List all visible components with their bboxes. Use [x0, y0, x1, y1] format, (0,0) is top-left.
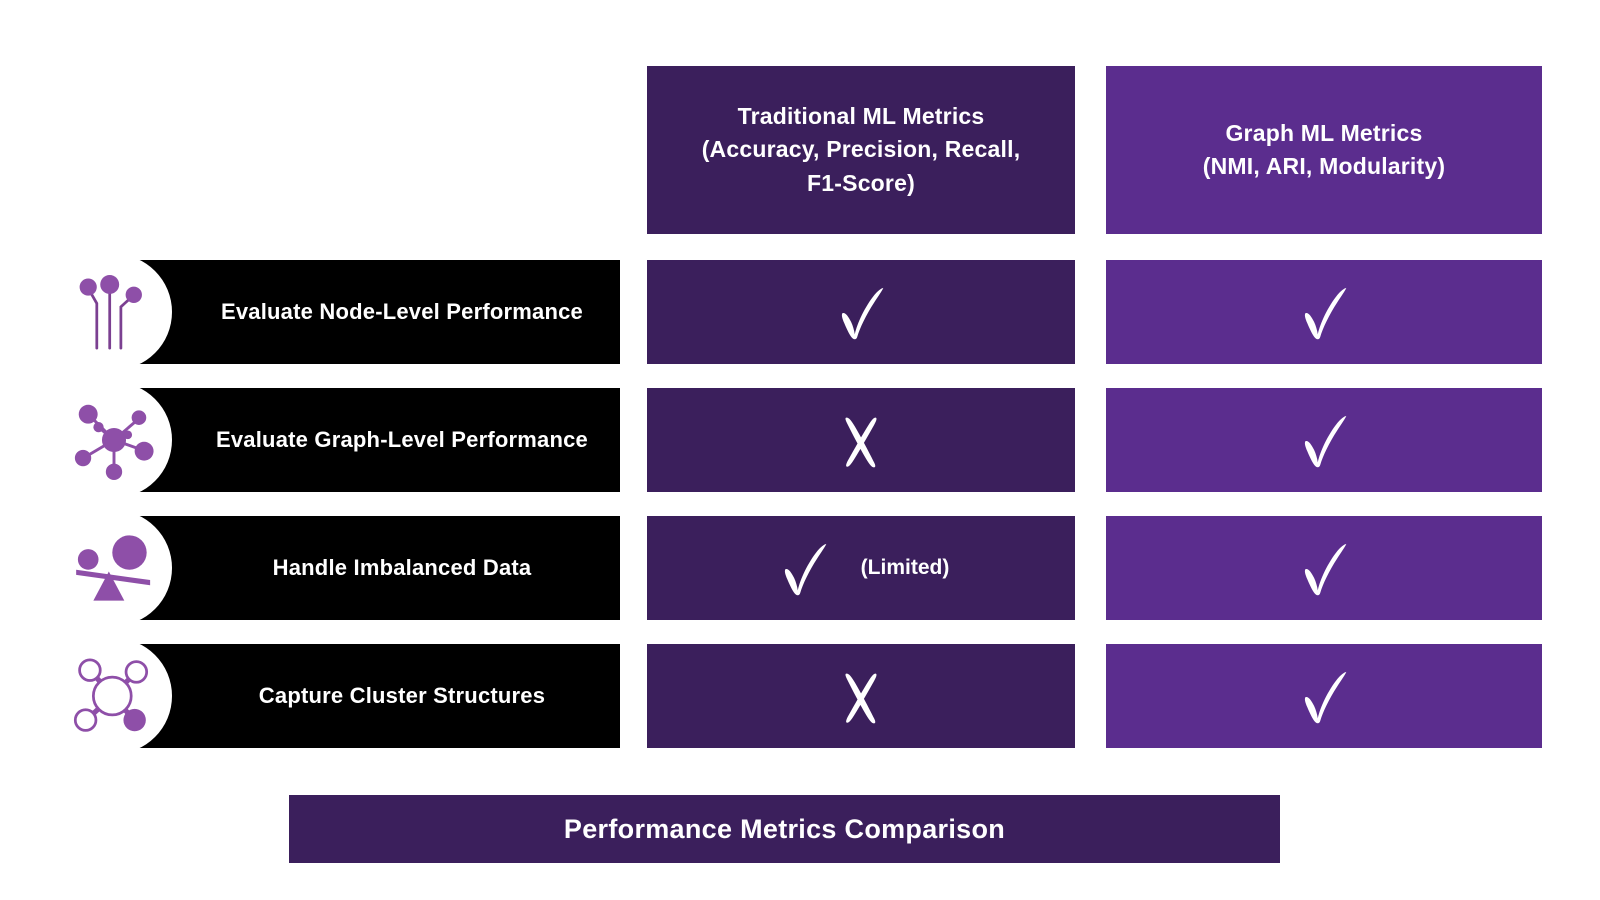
row-label: Evaluate Node-Level Performance — [220, 299, 583, 324]
check-icon — [1293, 537, 1355, 599]
footer-banner: Performance Metrics Comparison — [289, 795, 1280, 863]
node-network-icon — [79, 275, 142, 350]
row-label: Capture Cluster Structures — [258, 683, 546, 708]
row-label: Handle Imbalanced Data — [272, 555, 532, 580]
check-icon — [1293, 409, 1355, 471]
row-label-bar: Handle Imbalanced Data — [100, 516, 620, 620]
check-icon — [1293, 665, 1355, 727]
balance-scale-icon — [76, 535, 151, 601]
row-label-bar: Capture Cluster Structures — [100, 644, 620, 748]
cell-graph — [1106, 388, 1542, 492]
row-label-bar: Evaluate Node-Level Performance — [100, 260, 620, 364]
check-icon — [830, 281, 892, 343]
table-row: Evaluate Graph-Level Performance — [0, 382, 1600, 498]
cell-graph — [1106, 260, 1542, 364]
row-label: Evaluate Graph-Level Performance — [216, 427, 588, 452]
row-icon-badge — [56, 382, 172, 498]
cross-icon — [830, 409, 892, 471]
table-row: Evaluate Node-Level Performance — [0, 254, 1600, 370]
cross-icon — [830, 665, 892, 727]
column-title-line2: (Accuracy, Precision, Recall, — [701, 136, 1021, 163]
column-title-line2: (NMI, ARI, Modularity) — [1202, 153, 1446, 179]
column-title-line3: F1-Score) — [807, 169, 915, 196]
cell-graph — [1106, 516, 1542, 620]
column-header-traditional: Traditional ML Metrics (Accuracy, Precis… — [647, 66, 1075, 234]
check-icon — [1293, 281, 1355, 343]
table-row: Capture Cluster Structures — [0, 638, 1600, 754]
column-title-line1: Traditional ML Metrics — [737, 102, 985, 129]
cell-traditional — [647, 260, 1075, 364]
check-icon — [773, 537, 835, 599]
cell-traditional — [647, 644, 1075, 748]
row-label-bar: Evaluate Graph-Level Performance — [100, 388, 620, 492]
row-icon-badge — [56, 254, 172, 370]
row-icon-badge — [56, 510, 172, 626]
footer-title: Performance Metrics Comparison — [563, 813, 1006, 844]
column-header-graph: Graph ML Metrics (NMI, ARI, Modularity) — [1106, 66, 1542, 234]
cell-traditional — [647, 388, 1075, 492]
cell-note: (Limited) — [860, 556, 950, 579]
row-icon-badge — [56, 638, 172, 754]
table-row: Handle Imbalanced Data (Limited) — [0, 510, 1600, 626]
graph-hub-icon — [74, 404, 154, 480]
column-title-line1: Graph ML Metrics — [1225, 119, 1423, 146]
cluster-molecule-icon — [73, 658, 149, 732]
cell-traditional: (Limited) — [647, 516, 1075, 620]
cell-graph — [1106, 644, 1542, 748]
